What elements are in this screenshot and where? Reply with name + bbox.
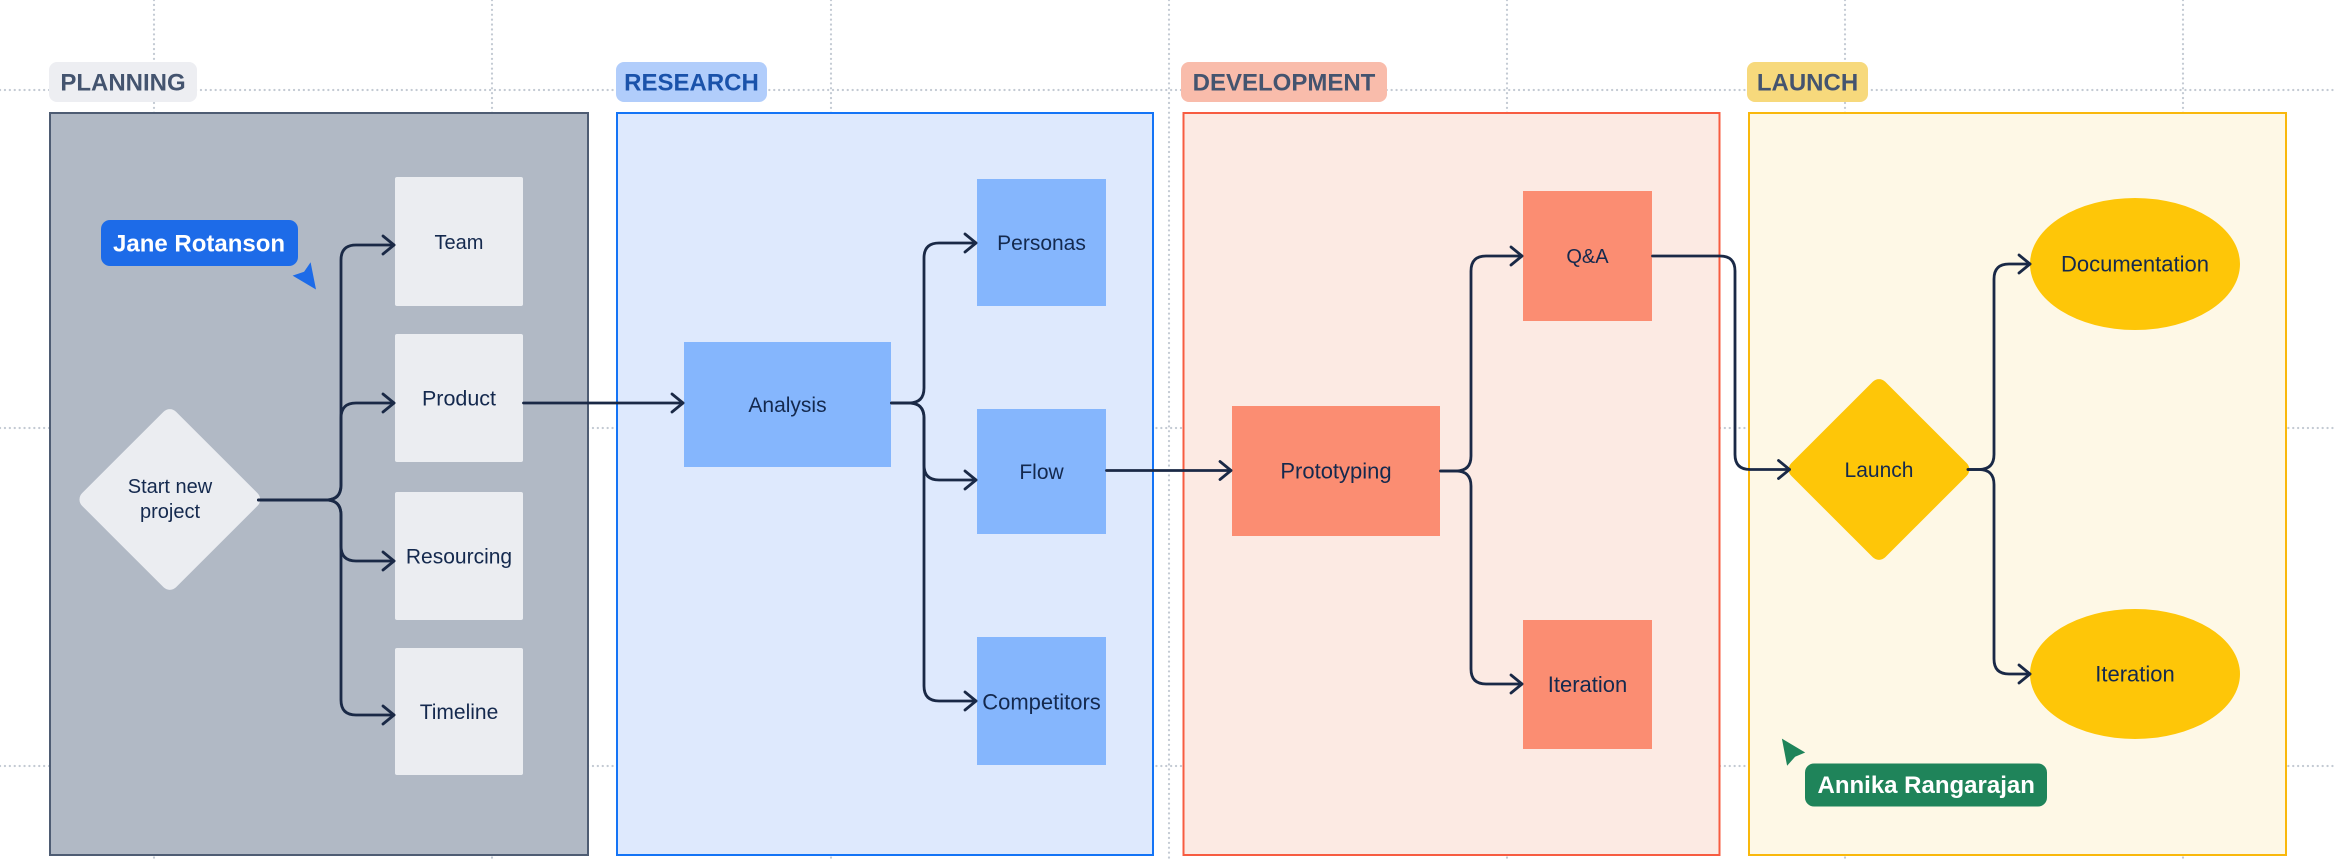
svg-text:Resourcing: Resourcing	[406, 545, 512, 568]
svg-text:Analysis: Analysis	[748, 394, 826, 417]
svg-text:Team: Team	[435, 232, 484, 254]
svg-text:Documentation: Documentation	[2061, 252, 2209, 277]
svg-text:Jane Rotanson: Jane Rotanson	[113, 231, 285, 258]
svg-text:Q&A: Q&A	[1566, 246, 1609, 268]
svg-text:Iteration: Iteration	[1548, 672, 1628, 697]
svg-text:project: project	[140, 501, 200, 523]
svg-text:Personas: Personas	[997, 232, 1086, 255]
svg-text:LAUNCH: LAUNCH	[1757, 70, 1858, 97]
svg-text:Start new: Start new	[128, 476, 213, 498]
svg-text:Launch: Launch	[1845, 459, 1914, 482]
svg-text:Iteration: Iteration	[2095, 662, 2175, 687]
svg-text:Annika Rangarajan: Annika Rangarajan	[1818, 772, 2035, 799]
svg-text:Timeline: Timeline	[420, 701, 499, 724]
svg-text:RESEARCH: RESEARCH	[624, 70, 759, 97]
svg-text:Product: Product	[422, 386, 496, 410]
svg-text:Competitors: Competitors	[982, 690, 1101, 715]
svg-text:DEVELOPMENT: DEVELOPMENT	[1193, 70, 1376, 97]
svg-text:PLANNING: PLANNING	[60, 70, 185, 97]
svg-text:Flow: Flow	[1019, 461, 1064, 484]
svg-text:Prototyping: Prototyping	[1280, 459, 1391, 484]
